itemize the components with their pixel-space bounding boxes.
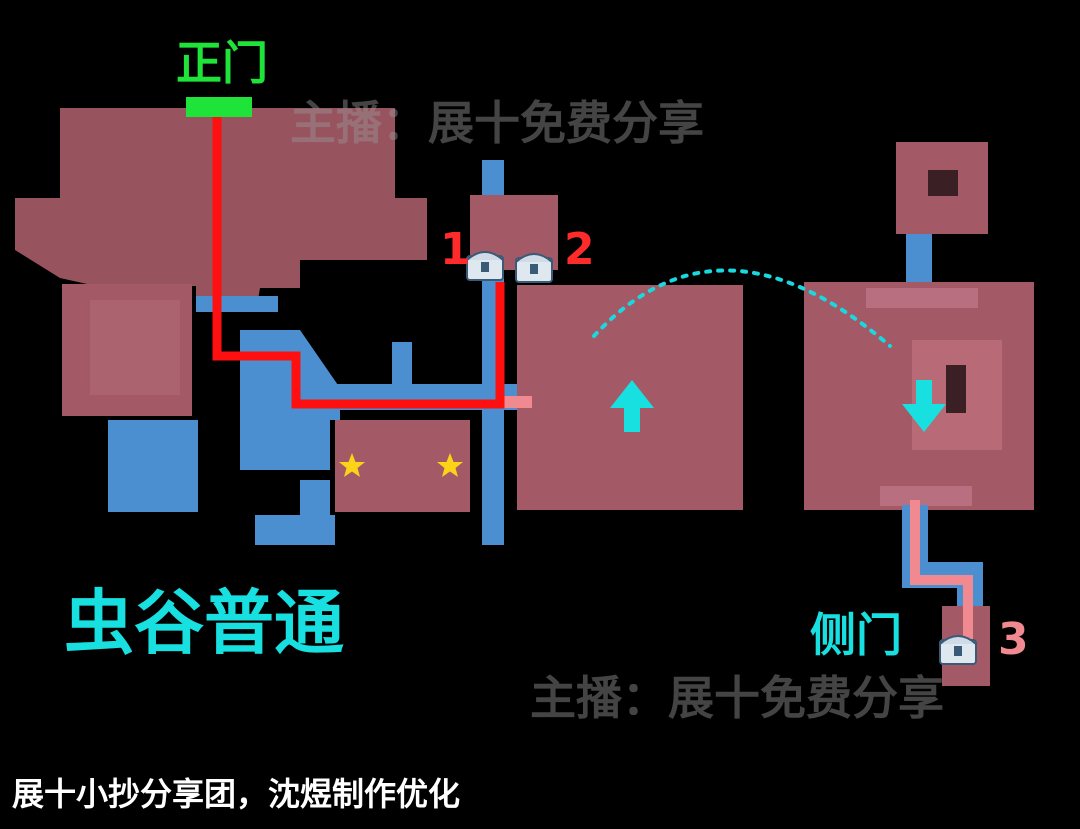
treasure-chest-icon [515, 253, 553, 283]
jump-route [592, 268, 892, 348]
corridor-north-stub [392, 342, 412, 388]
arrow-up-icon [610, 380, 654, 432]
corridor-southwest [108, 420, 198, 512]
corridor-central-blue [240, 330, 340, 470]
marker-2: 2 [564, 224, 595, 275]
marker-3: 3 [998, 614, 1029, 665]
arrow-down-icon [902, 380, 946, 432]
corridor-northeast [906, 234, 932, 286]
main-route [212, 110, 505, 409]
main-gate-label: 正门 [176, 36, 268, 90]
watermark-top: 主播：展十免费分享 [290, 96, 704, 150]
alt-route [910, 500, 973, 640]
main-gate-bar [186, 97, 252, 117]
star-icon [339, 453, 365, 477]
side-gate-label: 侧门 [810, 608, 902, 662]
ledge-east-top [866, 288, 978, 308]
star-icon [437, 453, 463, 477]
corridor-link [196, 296, 278, 312]
footer-credit: 展十小抄分享团，沈煜制作优化 [12, 775, 461, 813]
marker-1: 1 [440, 224, 471, 275]
room-east-slot [946, 365, 966, 413]
watermark-bottom: 主播：展十免费分享 [530, 671, 944, 725]
alt-route-stub [500, 396, 532, 408]
room-northeast-inner [928, 170, 958, 196]
map-title: 虫谷普通 [64, 582, 344, 664]
treasure-chest-icon [939, 635, 977, 665]
ledge-east-bottom [880, 486, 972, 506]
room-west-inner [90, 300, 180, 395]
corridor-south-strip-2 [255, 515, 335, 545]
treasure-chest-icon [466, 251, 504, 281]
